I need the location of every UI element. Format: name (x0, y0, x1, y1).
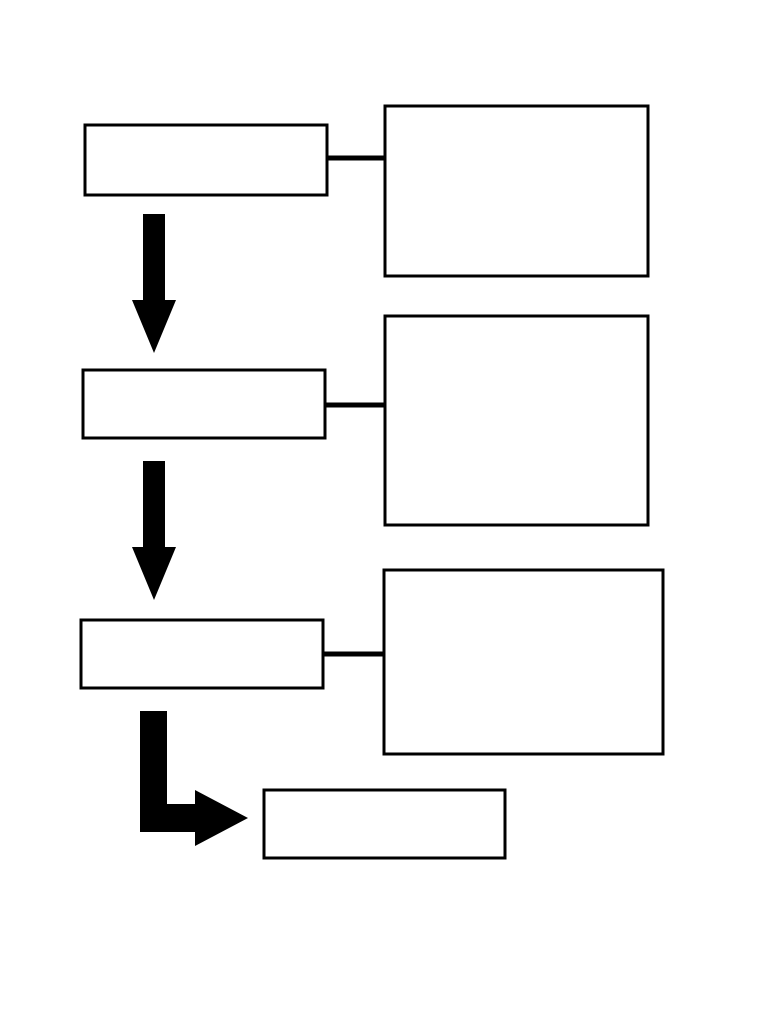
note-box-1 (383, 104, 650, 278)
note-box-3 (382, 568, 665, 756)
bent-arrow (140, 711, 248, 846)
step-box-1 (83, 123, 329, 197)
note-box-2 (383, 314, 650, 527)
flow-row-3 (79, 568, 665, 756)
step-box-4 (262, 788, 507, 860)
step-box-3 (79, 618, 325, 690)
flow-row-2 (81, 314, 650, 527)
flow-row-1 (83, 104, 650, 278)
down-arrow-1 (132, 214, 176, 353)
final-step (262, 788, 507, 860)
down-arrow-2 (132, 461, 176, 600)
step-box-2 (81, 368, 327, 440)
